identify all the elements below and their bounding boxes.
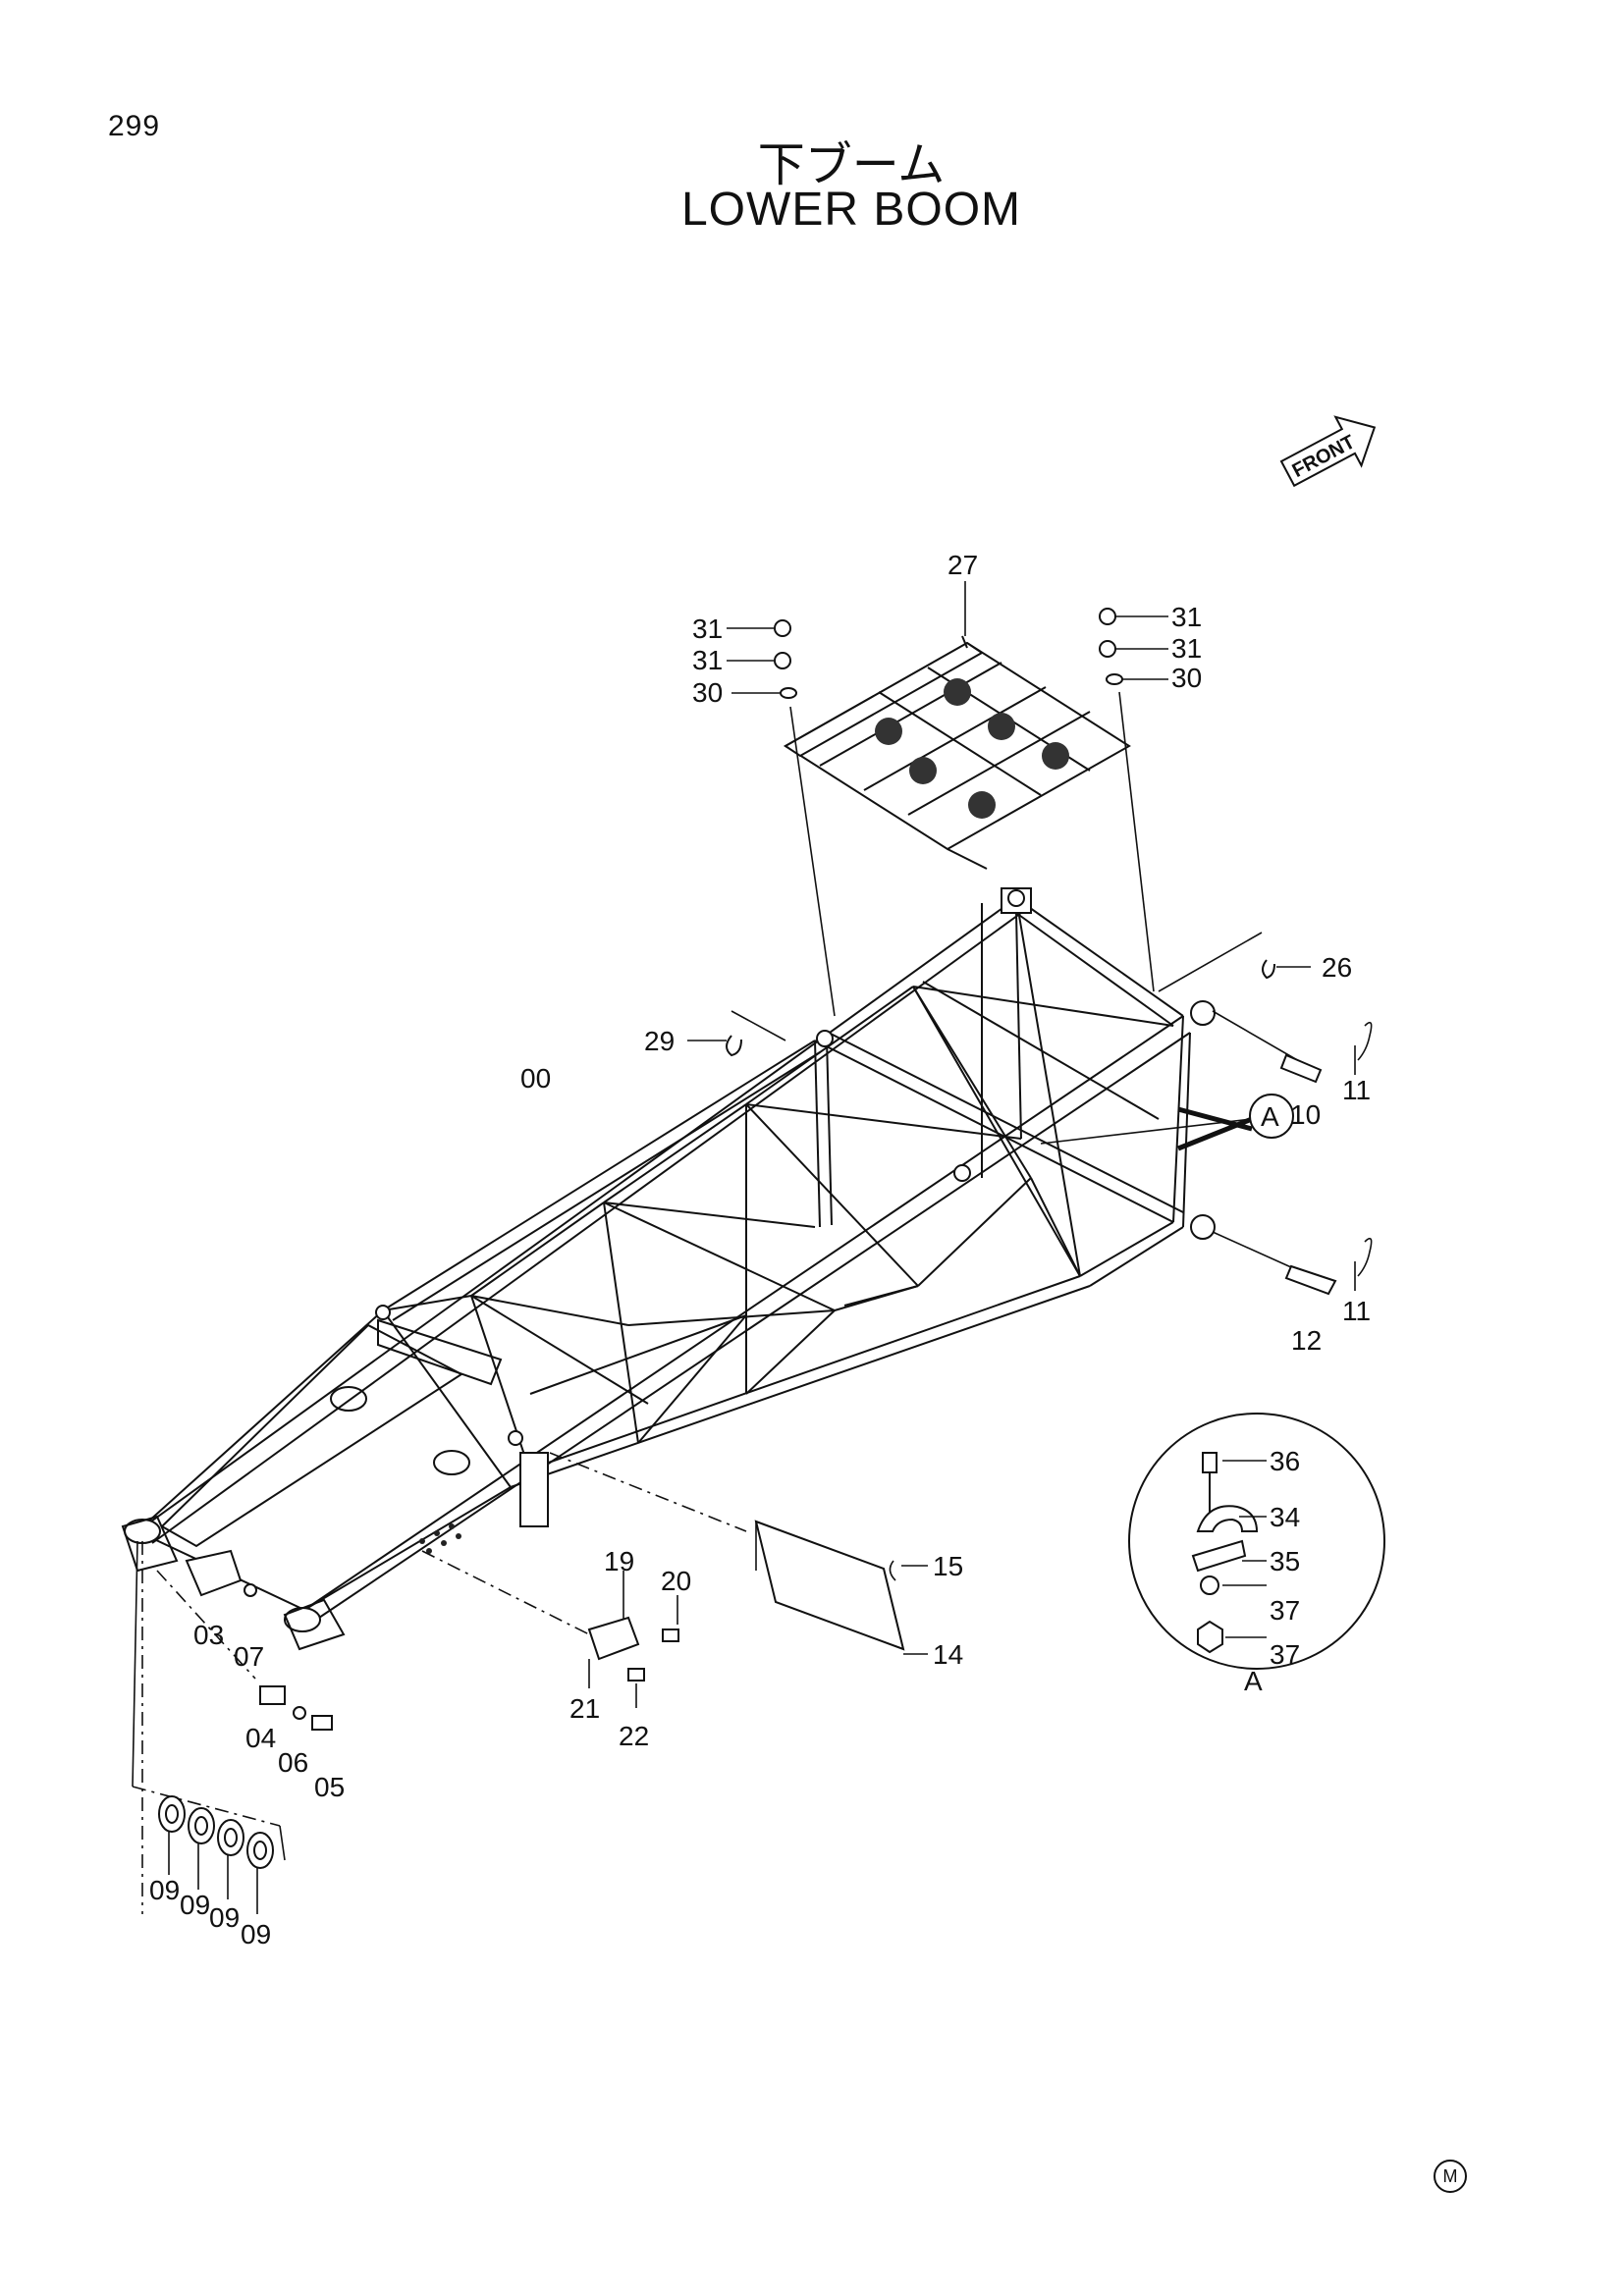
nut-washer-group-right <box>1099 608 1168 685</box>
foot-pin-parts <box>132 1540 333 1914</box>
front-arrow-icon: FRONT <box>1279 415 1377 488</box>
callout-07: 07 <box>234 1641 264 1672</box>
callout-12: 12 <box>1291 1325 1322 1356</box>
lower-boom-frame <box>121 887 1216 1651</box>
callout-05: 05 <box>314 1772 345 1802</box>
callout-15: 15 <box>933 1551 963 1581</box>
page-title-english: LOWER BOOM <box>680 184 1022 236</box>
u-clips <box>687 932 1311 1057</box>
callout-30: 30 <box>692 677 723 708</box>
detail-a-label: A <box>1244 1666 1263 1696</box>
callout-09: 09 <box>180 1890 210 1920</box>
nut-washer-group-left <box>727 619 797 699</box>
page-number: 299 <box>108 110 161 142</box>
callout-09: 09 <box>149 1875 180 1905</box>
walkway-platform <box>784 635 1131 870</box>
callout-31: 31 <box>692 645 723 675</box>
callout-37: 37 <box>1270 1639 1300 1670</box>
detail-a-callout <box>1249 1094 1294 1139</box>
callout-37: 37 <box>1270 1595 1300 1626</box>
boom-head-pins <box>1212 1010 1373 1296</box>
callout-27: 27 <box>947 550 978 580</box>
callout-14: 14 <box>933 1639 963 1670</box>
callout-36: 36 <box>1270 1446 1300 1476</box>
callout-00: 00 <box>520 1063 551 1094</box>
callout-26: 26 <box>1322 952 1352 983</box>
callout-22: 22 <box>619 1721 649 1751</box>
detail-a-callout-label: A <box>1261 1101 1279 1132</box>
callout-11: 11 <box>1342 1296 1371 1326</box>
callout-04: 04 <box>245 1723 276 1753</box>
cover-plate <box>549 1452 928 1655</box>
callout-35: 35 <box>1270 1546 1300 1576</box>
callout-29: 29 <box>644 1026 675 1056</box>
detail-a-inset: A <box>1128 1413 1385 1696</box>
part-callouts: 27 31 31 30 31 31 30 26 29 00 10 11 12 1… <box>149 550 1371 1949</box>
callout-06: 06 <box>278 1747 308 1778</box>
callout-31: 31 <box>692 614 723 644</box>
callout-03: 03 <box>193 1620 224 1650</box>
name-plate-assembly <box>421 1550 679 1708</box>
callout-31: 31 <box>1171 633 1202 664</box>
callout-09: 09 <box>209 1902 240 1933</box>
callout-30: 30 <box>1171 663 1202 693</box>
callout-11: 11 <box>1342 1075 1371 1105</box>
callout-09: 09 <box>241 1919 271 1949</box>
callout-10: 10 <box>1290 1099 1321 1130</box>
callout-19: 19 <box>604 1546 634 1576</box>
registered-mark: M <box>1434 2160 1467 2193</box>
callout-31: 31 <box>1171 602 1202 632</box>
callout-20: 20 <box>661 1566 691 1596</box>
page-title-japanese: 下ブーム <box>757 137 946 192</box>
callout-21: 21 <box>569 1693 600 1724</box>
callout-34: 34 <box>1270 1502 1300 1532</box>
